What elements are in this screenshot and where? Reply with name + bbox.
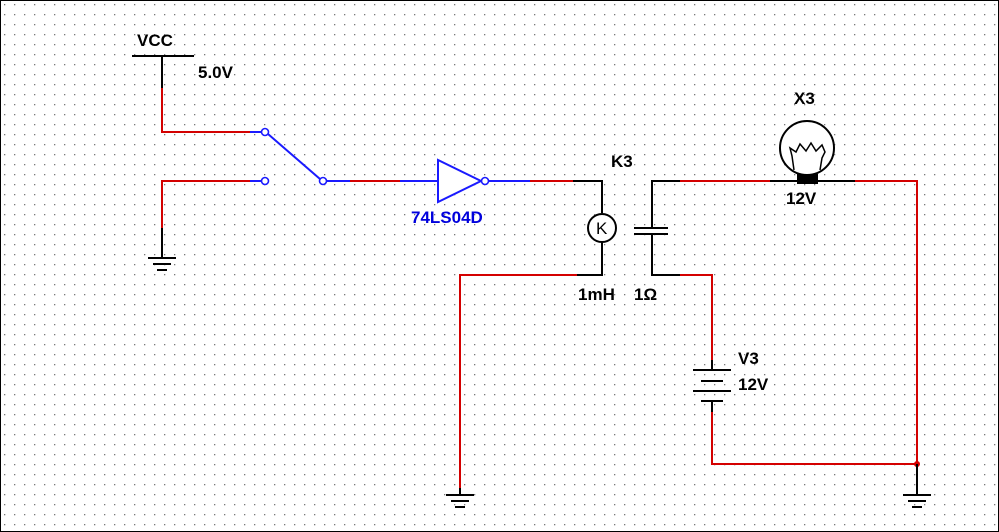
relay-resistance: 1Ω: [634, 285, 657, 304]
vcc-source[interactable]: VCC 5.0V: [132, 31, 234, 88]
battery-v3[interactable]: V3 12V: [693, 349, 769, 412]
lamp-x3[interactable]: X3 12V: [770, 89, 855, 208]
ground-right[interactable]: [903, 494, 931, 508]
relay-label: K3: [611, 152, 633, 171]
relay-contact-top[interactable]: [651, 180, 680, 228]
wire-battery-node[interactable]: [711, 412, 917, 465]
relay-inductance: 1mH: [578, 285, 615, 304]
lamp-rating: 12V: [786, 189, 817, 208]
relay-k3[interactable]: K K3 1mH 1Ω: [573, 152, 680, 304]
wire-vcc-switch[interactable]: [161, 88, 250, 133]
wire-contact-battery[interactable]: [680, 274, 713, 360]
ground-coil[interactable]: [446, 488, 474, 508]
battery-label: V3: [738, 349, 759, 368]
relay-coil-symbol: K: [596, 219, 608, 238]
lamp-label: X3: [794, 89, 815, 108]
spdt-switch[interactable]: [250, 127, 350, 186]
vcc-value: 5.0V: [198, 63, 234, 82]
battery-value: 12V: [738, 375, 769, 394]
wire-lamp-right[interactable]: [855, 180, 918, 464]
inverter-gate[interactable]: 74LS04D: [400, 158, 530, 227]
vcc-label: VCC: [137, 31, 173, 50]
wire-ground-switch[interactable]: [161, 180, 250, 228]
relay-contact-bottom[interactable]: [651, 234, 680, 276]
ground-switch[interactable]: [148, 228, 176, 271]
lamp-filament-icon: [788, 141, 826, 171]
wire-coil-ground[interactable]: [459, 274, 577, 488]
switch-lever[interactable]: [267, 133, 321, 180]
inverter-label: 74LS04D: [411, 208, 483, 227]
